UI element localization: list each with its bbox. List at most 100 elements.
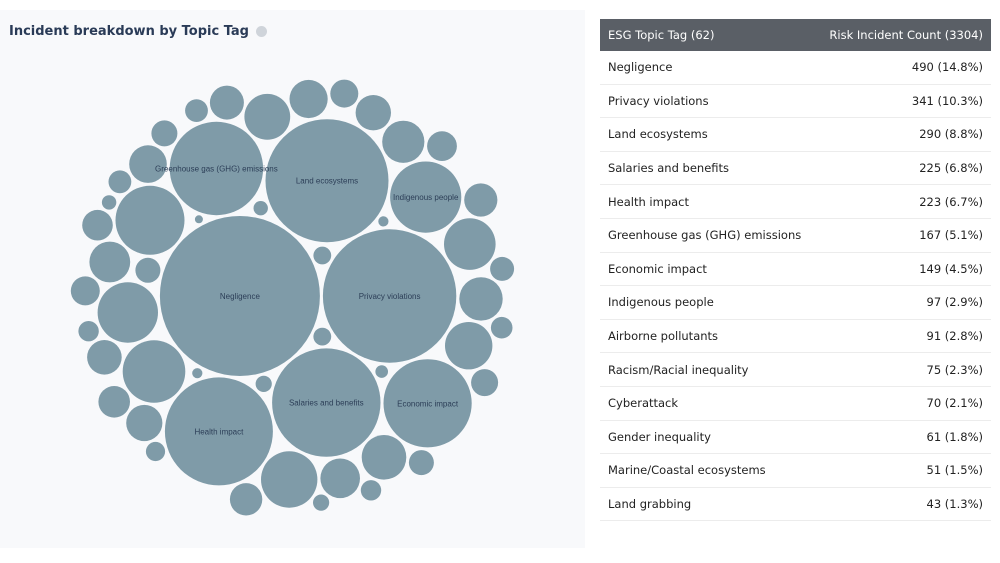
topic-table: ESG Topic Tag (62) Risk Incident Count (… [600, 19, 991, 522]
bubble[interactable] [445, 322, 493, 370]
row-count: 167 (5.1%) [919, 228, 983, 243]
bubble[interactable] [360, 480, 382, 501]
bubble[interactable] [444, 218, 496, 270]
bubble[interactable] [320, 458, 361, 499]
bubble-label: Privacy violations [359, 292, 421, 301]
bubble[interactable] [382, 120, 425, 163]
row-count: 91 (2.8%) [926, 329, 983, 344]
row-tag: Economic impact [608, 261, 707, 276]
bubble[interactable] [471, 369, 499, 397]
row-count: 290 (8.8%) [919, 127, 983, 142]
bubble[interactable] [70, 276, 100, 306]
bubble[interactable] [253, 201, 268, 216]
row-count: 70 (2.1%) [926, 396, 983, 411]
row-count: 341 (10.3%) [911, 93, 983, 108]
bubble[interactable] [164, 377, 273, 486]
col-header-tag[interactable]: ESG Topic Tag (62) [608, 28, 715, 42]
bubble[interactable] [355, 95, 391, 131]
bubble[interactable] [459, 277, 503, 321]
bubble[interactable] [159, 216, 320, 376]
bubble-label: Economic impact [397, 399, 459, 408]
bubble[interactable] [89, 241, 131, 283]
bubble[interactable] [490, 256, 515, 281]
bubble-label: Land ecosystems [296, 177, 358, 186]
bubble-label: Indigenous people [393, 193, 459, 202]
panel-title-text: Incident breakdown by Topic Tag [9, 24, 249, 39]
bubble[interactable] [255, 375, 272, 392]
row-count: 223 (6.7%) [919, 194, 983, 209]
table-row[interactable]: Negligence 490 (14.8%) [600, 51, 991, 85]
bubble[interactable] [145, 441, 166, 462]
bubble[interactable] [97, 282, 158, 343]
bubble[interactable] [115, 185, 185, 255]
bubble-label: Salaries and benefits [289, 399, 364, 408]
bubble-label: Negligence [220, 292, 261, 301]
table-row[interactable]: Privacy violations 341 (10.3%) [600, 85, 991, 119]
bubble[interactable] [194, 215, 203, 224]
bubble[interactable] [272, 348, 381, 457]
row-count: 490 (14.8%) [911, 60, 983, 75]
row-count: 43 (1.3%) [926, 497, 983, 512]
bubble[interactable] [192, 368, 203, 379]
col-header-count[interactable]: Risk Incident Count (3304) [829, 28, 983, 42]
row-tag: Privacy violations [608, 93, 709, 108]
bubble[interactable] [169, 121, 264, 216]
bubble[interactable] [375, 365, 389, 378]
info-icon[interactable] [256, 26, 267, 37]
row-tag: Airborne pollutants [608, 329, 719, 344]
row-tag: Racism/Racial inequality [608, 362, 749, 377]
bubble[interactable] [229, 483, 263, 516]
bubble-label: Health impact [194, 427, 244, 436]
bubble[interactable] [383, 359, 472, 448]
bubble[interactable] [78, 321, 99, 342]
bubble[interactable] [209, 85, 244, 120]
bubble[interactable] [82, 209, 113, 241]
bubble[interactable] [408, 450, 434, 476]
bubble[interactable] [265, 119, 389, 243]
bubble[interactable] [464, 183, 498, 217]
row-tag: Negligence [608, 60, 673, 75]
table-row[interactable]: Health impact 223 (6.7%) [600, 185, 991, 219]
bubble[interactable] [151, 120, 178, 147]
bubble[interactable] [378, 216, 389, 227]
bubble[interactable] [313, 246, 332, 265]
bubble[interactable] [313, 327, 332, 346]
bubble[interactable] [87, 340, 122, 375]
row-tag: Land grabbing [608, 497, 692, 512]
bubble[interactable] [185, 99, 208, 122]
bubble[interactable] [390, 161, 462, 233]
row-count: 51 (1.5%) [926, 463, 983, 478]
table-row[interactable]: Land grabbing 43 (1.3%) [600, 488, 991, 522]
bubble[interactable] [108, 170, 132, 194]
bubble[interactable] [129, 145, 167, 183]
bubble[interactable] [322, 229, 457, 363]
bubble[interactable] [98, 386, 130, 418]
bubble[interactable] [101, 195, 117, 210]
bubble[interactable] [122, 340, 186, 403]
row-count: 225 (6.8%) [919, 161, 983, 176]
bubble[interactable] [490, 316, 513, 339]
bubble[interactable] [244, 93, 291, 140]
bubble[interactable] [126, 404, 163, 442]
bubble[interactable] [135, 257, 161, 283]
bubble-panel: Incident breakdown by Topic Tag Negligen… [0, 10, 585, 548]
table-row[interactable]: Airborne pollutants 91 (2.8%) [600, 320, 991, 354]
bubble[interactable] [261, 451, 318, 508]
bubble[interactable] [427, 131, 457, 161]
bubble[interactable] [361, 435, 407, 480]
bubble[interactable] [330, 79, 359, 108]
row-tag: Health impact [608, 194, 689, 209]
table-body: Negligence 490 (14.8%) Privacy violations 3… [600, 51, 991, 522]
bubble[interactable] [289, 79, 328, 119]
bubble-chart: Negligence Privacy violations Land ecosyst… [70, 79, 515, 516]
bubble[interactable] [313, 494, 330, 511]
